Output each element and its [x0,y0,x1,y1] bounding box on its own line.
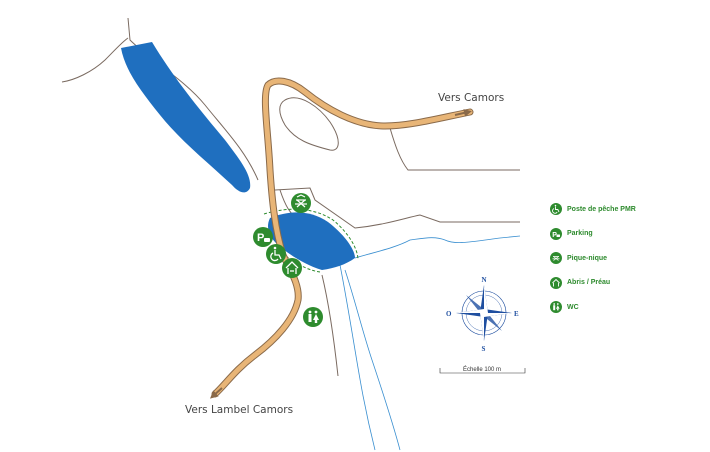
arrow-lambel [210,387,223,399]
picnic-table-icon [550,252,562,264]
wheelchair-icon [270,246,282,262]
legend-item-toilets: WC [550,301,700,313]
stream-south-1 [339,264,376,451]
compass-rose: N S E O [446,276,519,353]
legend-label: Parking [567,230,593,237]
compass-south: S [482,345,486,353]
legend-item-parking: P Parking [550,227,700,240]
track-west [61,37,129,83]
wheelchair-icon [550,203,562,215]
map-point-fishing-pmr[interactable] [266,244,286,264]
compass-west: O [446,310,452,318]
legend-item-shelter: Abris / Préau [550,276,700,289]
compass-east: E [514,310,519,318]
track-south [321,274,339,377]
map-point-parking[interactable]: P [253,227,273,247]
legend: Poste de pêche PMR P Parking Pique-nique… [550,203,700,326]
toilets-icon [550,301,562,313]
scale-bar: Échelle 100 m [439,366,526,374]
stream-east [354,235,521,259]
parking-icon: P [257,232,270,244]
legend-label: WC [567,303,579,311]
label-vers-camors: Vers Camors [438,92,504,104]
shelter-icon [550,276,562,289]
track-loop [279,97,339,151]
compass-north: N [482,276,487,284]
track-east [389,127,520,171]
label-vers-lambel-camors: Vers Lambel Camors [185,404,293,416]
legend-label: Abris / Préau [567,279,611,286]
map-point-shelter[interactable] [282,258,302,278]
map-point-picnic[interactable] [291,193,311,213]
legend-label: Pique-nique [567,254,608,262]
legend-item-fishing-pmr: Poste de pêche PMR [550,203,700,215]
parking-icon: P [550,227,562,240]
track-center [274,187,520,229]
lake-central [267,212,355,270]
road-fill [212,78,473,397]
main-road [210,77,474,399]
svg-text:P: P [257,232,264,244]
shelter-icon [285,261,299,274]
map-point-toilets[interactable] [303,307,323,327]
stream-south-2 [344,269,401,451]
scale-label: Échelle 100 m [463,366,501,373]
svg-text:P: P [552,231,557,238]
picnic-table-icon [295,194,307,208]
legend-label: Poste de pêche PMR [567,205,636,213]
streams [339,235,521,451]
lake-north [121,42,251,193]
toilets-icon [308,310,319,323]
water-bodies [121,42,359,273]
legend-item-picnic: Pique-nique [550,252,700,264]
arrow-camors [454,109,472,117]
